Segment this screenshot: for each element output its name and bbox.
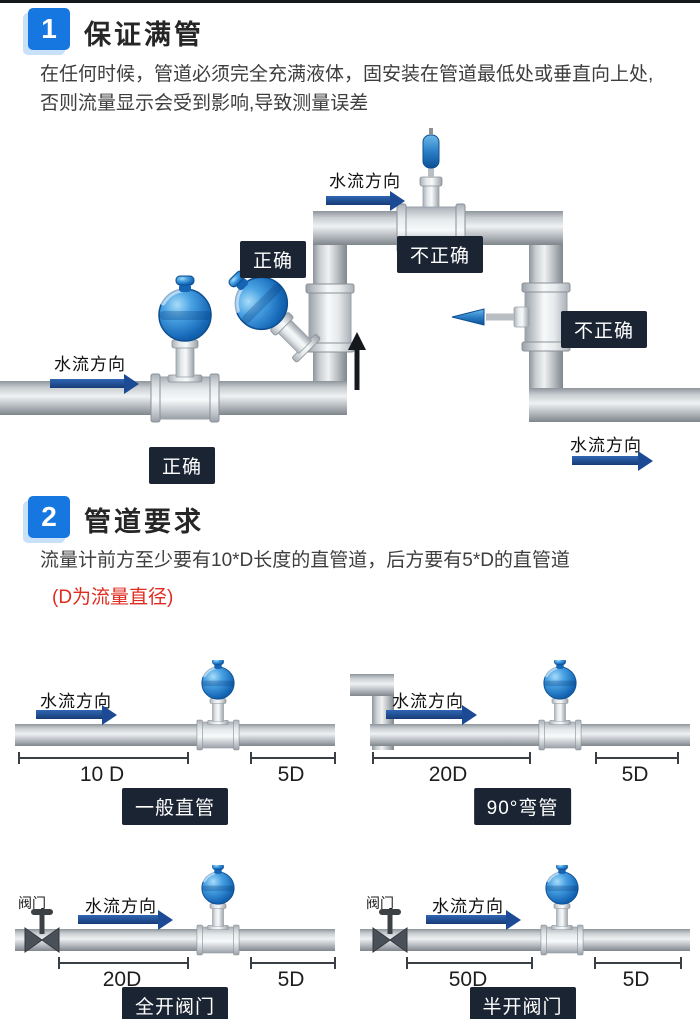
flow-direction-label-right: 水流方向	[570, 436, 642, 455]
flow-arrow-icon	[78, 915, 158, 924]
flowmeter-vertical-correct-icon	[159, 276, 211, 382]
dimension-label-upstream: 50D	[448, 968, 488, 991]
flow-arrow-icon	[36, 710, 102, 719]
dimension-line-upstream	[58, 957, 189, 969]
dimension-label-downstream: 5D	[277, 763, 305, 786]
dimension-line-upstream	[18, 752, 189, 764]
diagram-half-open-valve: 阀门 水流方向 50D 5D 半开阀门	[350, 865, 695, 1019]
pipe	[15, 724, 335, 746]
dimension-label-upstream: 20D	[428, 763, 468, 786]
section1-title: 保证满管	[84, 20, 204, 50]
valve-label: 阀门	[18, 895, 46, 911]
flowmeter-icon	[196, 865, 240, 956]
dimension-label-downstream: 5D	[277, 968, 305, 991]
section2-note-text: (D为流量直径)	[52, 587, 174, 608]
flow-arrow-right-icon	[572, 456, 638, 465]
flow-direction-label-top: 水流方向	[329, 172, 401, 191]
caption-badge: 一般直管	[121, 788, 229, 825]
up-arrow-icon	[348, 332, 366, 390]
caption-badge: 全开阀门	[121, 987, 229, 1019]
pipe	[370, 724, 690, 746]
dimension-label-upstream: 20D	[102, 968, 142, 991]
dimension-line-upstream	[406, 957, 533, 969]
correct-badge-diagonal: 正确	[240, 241, 307, 278]
flowmeter-icon	[538, 660, 582, 751]
dimension-line-downstream	[250, 752, 336, 764]
flow-arrow-icon	[386, 710, 462, 719]
sensor-top-incorrect-icon	[419, 128, 443, 208]
incorrect-badge-top: 不正确	[397, 236, 484, 273]
diagram-straight-pipe: 水流方向 10 D 5D 一般直管	[10, 660, 340, 845]
caption-badge: 半开阀门	[469, 987, 576, 1019]
section2-title: 管道要求	[84, 507, 204, 537]
section2-number-badge: 2	[28, 496, 70, 538]
flow-arrow-icon	[426, 915, 506, 924]
flow-direction-label: 水流方向	[85, 897, 157, 916]
flow-direction-label-left: 水流方向	[54, 355, 126, 374]
top-divider	[0, 0, 700, 3]
diagram-90-bend: 水流方向 20D 5D 90°弯管	[350, 660, 695, 845]
dimension-line-downstream	[595, 752, 679, 764]
flow-direction-label: 水流方向	[392, 692, 464, 711]
dimension-label-downstream: 5D	[622, 968, 650, 991]
dimension-label-upstream: 10 D	[79, 763, 125, 786]
caption-badge: 90°弯管	[473, 788, 572, 825]
dimension-line-downstream	[250, 957, 336, 969]
incorrect-badge-side: 不正确	[561, 311, 648, 348]
dimension-label-downstream: 5D	[621, 763, 649, 786]
dimension-line-downstream	[594, 957, 682, 969]
section1-body-text: 在任何时候，管道必须完全充满液体，固安装在管道最低处或垂直向上处,否则流量显示会…	[40, 64, 654, 115]
section1-number-badge: 1	[28, 8, 70, 50]
correct-badge-bottom: 正确	[149, 447, 216, 484]
right-horizontal-pipe	[529, 388, 700, 422]
flowmeter-icon	[196, 660, 240, 751]
dimension-line-upstream	[372, 752, 531, 764]
flow-direction-label: 水流方向	[40, 692, 112, 711]
flow-arrow-top-icon	[326, 196, 390, 205]
flow-direction-label: 水流方向	[432, 897, 504, 916]
section2-body-text: 流量计前方至少要有10*D长度的直管道，后方要有5*D的直管道	[40, 550, 570, 571]
flow-arrow-left-icon	[50, 379, 124, 388]
sensor-side-incorrect-icon	[451, 306, 530, 328]
valve-label: 阀门	[366, 895, 394, 911]
pipe	[360, 929, 690, 951]
diagram-open-valve: 阀门 水流方向 20D 5D 全开阀门	[10, 865, 340, 1019]
pipe-installation-diagram	[0, 128, 700, 423]
pipe	[15, 929, 335, 951]
